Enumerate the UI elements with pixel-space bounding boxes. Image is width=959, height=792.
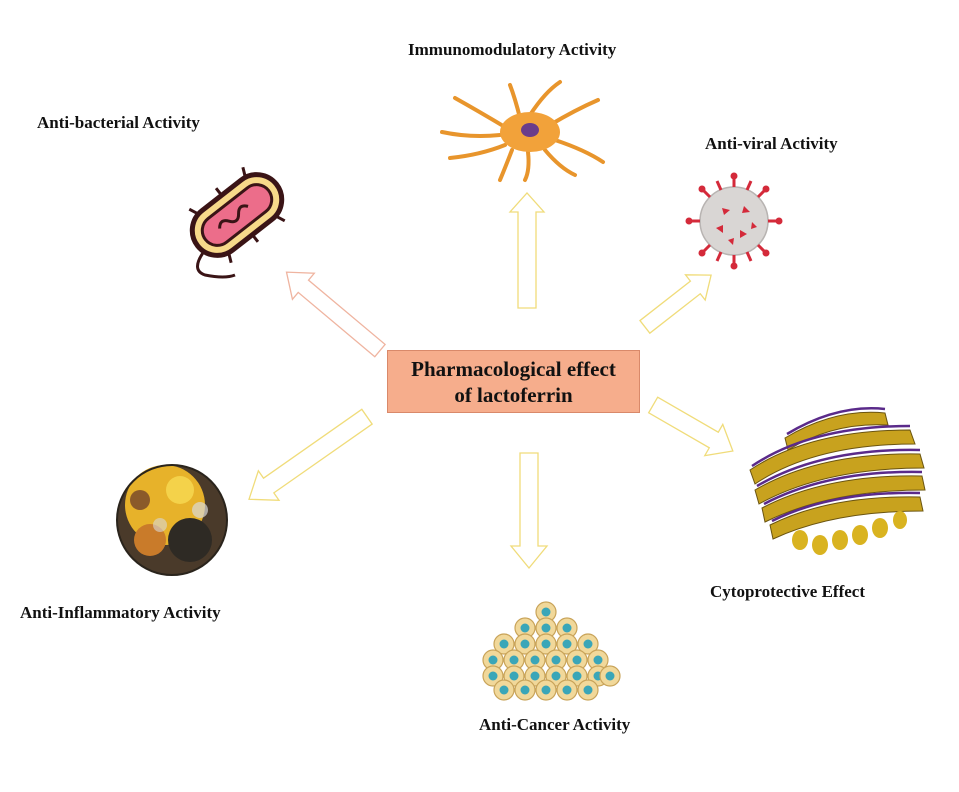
bacterium-icon (188, 166, 286, 279)
cancer-cell-nucleus (541, 623, 551, 633)
cancer-cell-nucleus (530, 671, 540, 681)
virus-icon (685, 172, 783, 270)
cancer-cell-nucleus (593, 655, 603, 665)
cancer-cell-nucleus (605, 671, 615, 681)
cancer-cell-nucleus (520, 639, 530, 649)
arrow-antiviral (639, 274, 712, 335)
immune-cell-icon (440, 80, 605, 182)
cancer-cell-nucleus (551, 671, 561, 681)
arrow-antibacterial (285, 271, 387, 358)
center-title-line1: Pharmacological effect (411, 356, 616, 381)
cancer-cell-nucleus (541, 639, 551, 649)
cancer-cell-nucleus (530, 655, 540, 665)
arrow-cytoprotective (647, 396, 734, 457)
cancer-cell-nucleus (499, 685, 509, 695)
cancer-cell-nucleus (562, 623, 572, 633)
cancer-cell-nucleus (541, 685, 551, 695)
center-title-box: Pharmacological effect of lactoferrin (387, 350, 640, 413)
arrow-immunomodulatory (508, 192, 546, 309)
label-antiviral: Anti-viral Activity (705, 134, 838, 153)
label-antiinflammatory: Anti-Inflammatory Activity (20, 603, 221, 622)
label-antibacterial: Anti-bacterial Activity (37, 113, 200, 132)
cancer-cell-nucleus (572, 671, 582, 681)
cancer-cell-nucleus (488, 655, 498, 665)
cancer-cell-nucleus (572, 655, 582, 665)
cancer-cell-nucleus (499, 639, 509, 649)
cancer-cell-nucleus (488, 671, 498, 681)
label-anticancer: Anti-Cancer Activity (479, 715, 631, 734)
cancer-cell-nucleus (520, 685, 530, 695)
cancer-cell-nucleus (551, 655, 561, 665)
arrow-antiinflammatory (248, 408, 374, 501)
golgi-icon (749, 407, 926, 555)
cancer-cell-nucleus (562, 639, 572, 649)
cancer-cell-nucleus (583, 685, 593, 695)
cancer-cell-nucleus (509, 671, 519, 681)
cancer-cell-nucleus (509, 655, 519, 665)
cancer-cell-nucleus (562, 685, 572, 695)
label-immunomodulatory: Immunomodulatory Activity (408, 40, 617, 59)
cancer-cell-nucleus (541, 607, 551, 617)
label-cytoprotective: Cytoprotective Effect (710, 582, 865, 601)
cancer-cell-nucleus (520, 623, 530, 633)
cancer-cells-icon (482, 601, 621, 701)
inflammatory-cell-icon (116, 464, 228, 576)
arrow-anticancer (509, 452, 549, 570)
center-title-line2: of lactoferrin (454, 382, 573, 407)
cancer-cell-nucleus (583, 639, 593, 649)
